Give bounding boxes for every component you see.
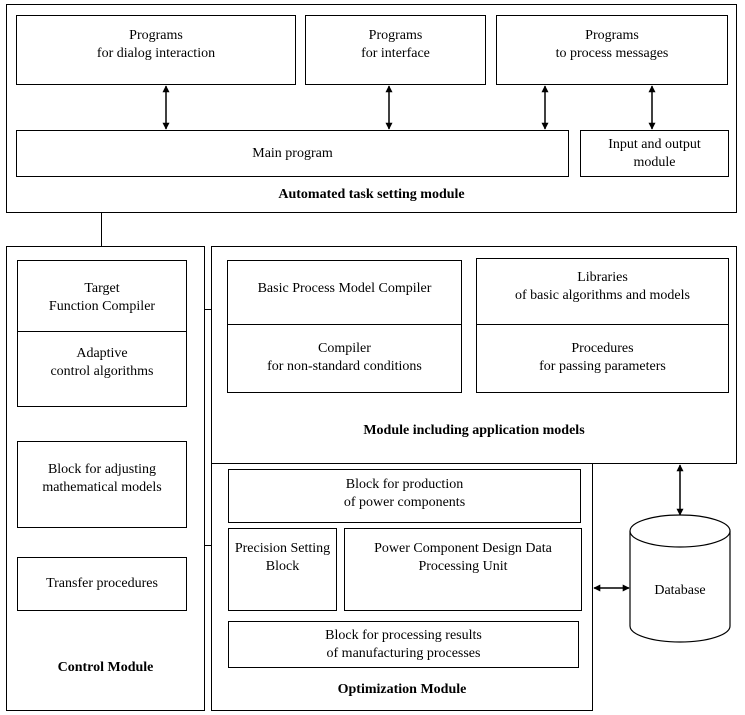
top-to-control-connector — [101, 213, 102, 246]
libraries-label: Libraries of basic algorithms and models — [515, 269, 690, 303]
application-models-module-title: Module including application models — [363, 423, 585, 438]
production-block-label: Block for production of power components — [343, 477, 466, 510]
nonstandard-compiler-label: Compiler for non-standard conditions — [267, 340, 422, 374]
control-to-optimization-connector — [205, 545, 212, 546]
main-program-box — [16, 130, 569, 177]
database-label: Database — [654, 583, 706, 598]
dialog-programs-label: Programs for dialog interaction — [96, 28, 216, 61]
parameter-procedures-box — [476, 324, 729, 393]
parameter-procedures-label: Procedures for passing parameters — [539, 340, 666, 374]
transfer-procedures-label: Transfer procedures — [46, 576, 158, 591]
precision-block-label: Precision Setting Block — [234, 540, 331, 574]
interface-programs-label: Programs for interface — [361, 28, 430, 61]
design-data-unit-box — [344, 528, 582, 611]
results-block-label: Block for processing results of manufact… — [325, 627, 482, 661]
basic-compiler-label: Basic Process Model Compiler — [257, 280, 432, 296]
nonstandard-compiler-box — [227, 324, 462, 393]
results-block-box — [228, 621, 579, 668]
io-module-box — [580, 130, 729, 177]
adjusting-block-box — [17, 441, 187, 528]
optimization-module-title: Optimization Module — [337, 682, 467, 697]
main-program-label: Main program — [252, 145, 333, 161]
dialog-programs-box — [16, 15, 296, 85]
basic-compiler-box — [227, 260, 462, 325]
message-programs-box — [496, 15, 728, 85]
precision-block-box — [228, 528, 337, 611]
adaptive-algorithms-label: Adaptive control algorithms — [50, 346, 154, 379]
database-cylinder-icon — [629, 514, 731, 643]
automated-task-module-title: Automated task setting module — [278, 187, 465, 202]
adaptive-algorithms-box — [17, 331, 187, 407]
target-compiler-label: Target Function Compiler — [48, 281, 156, 314]
production-block-box — [228, 469, 581, 523]
message-programs-label: Programs to process messages — [555, 28, 669, 61]
io-module-label: Input and output module — [608, 136, 701, 170]
design-data-unit-label: Power Component Design Data Processing U… — [374, 540, 552, 574]
adjusting-block-label: Block for adjusting mathematical models — [42, 461, 162, 495]
control-to-application-connector — [205, 309, 212, 310]
control-module-title: Control Module — [57, 660, 154, 675]
interface-programs-box — [305, 15, 486, 85]
transfer-procedures-box — [17, 557, 187, 611]
